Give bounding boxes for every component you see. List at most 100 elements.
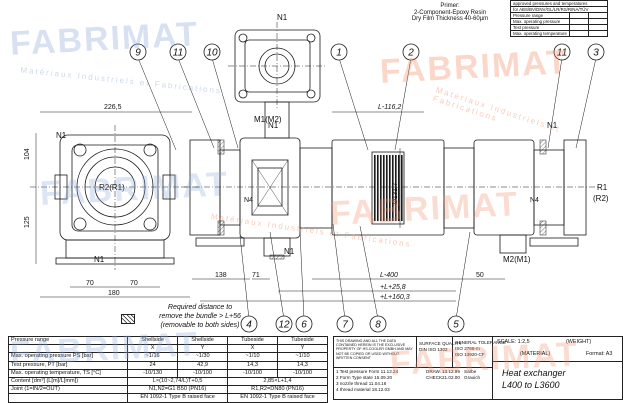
label-m2m1: M2(M1): [503, 255, 531, 264]
spec-cell: 14,3: [227, 360, 278, 370]
spec-row-label: Test pressure, PT [bar]: [7, 360, 129, 370]
table-row: Max. operating temperature, TS [°C] -10/…: [7, 368, 329, 379]
label-r2: (R2): [593, 194, 609, 203]
callout-label: 7: [342, 320, 348, 331]
spec-sub: [7, 344, 129, 354]
dim-l400: L-400: [380, 272, 398, 279]
table-row: Joint (1=IN/2=OUT) N1,N2=G1 B50 (PN16) R…: [7, 385, 328, 395]
dim-l1603: +L+160,3: [380, 294, 410, 301]
spec-cell: R1,R2=DN80 (PN16): [227, 385, 328, 395]
spec-cell: ~1/10: [276, 352, 329, 362]
check-date: 21.02.00: [442, 375, 460, 380]
leader-lines: [137, 57, 597, 320]
callout-label: 10: [206, 48, 218, 59]
gasket-sections: [217, 139, 547, 260]
callout-label: 3: [593, 48, 599, 59]
dim-180: 180: [108, 290, 120, 297]
spec-row-label: Joint (1=IN/2=OUT): [7, 385, 129, 395]
callout-label: 8: [375, 320, 381, 331]
primer-note: Primer: 2-Component-Epoxy Resin Dry Film…: [395, 3, 505, 23]
spec-row-label: Max. operating pressure PS [bar]: [7, 352, 129, 362]
callout-circle: [240, 315, 258, 333]
approval-table: approved pressures and temperatures for …: [510, 0, 608, 37]
dimension-lines: [35, 111, 505, 302]
dim-2265: 226,5: [104, 104, 122, 111]
removal-note: Required distance to remove the bundle >…: [140, 303, 260, 330]
label-n4-right: N4: [530, 197, 539, 204]
dim-50: 50: [476, 272, 484, 279]
callout-circle: [129, 43, 147, 61]
spec-table: Pressure range Shellside Shellside Tubes…: [7, 335, 329, 403]
label-n1-right: N1: [547, 121, 558, 130]
rev-row: 1 Test pressure Form 11.12.24: [336, 369, 399, 374]
table-row: Content [dm³] (L[m]/L[mm]) L×(10~2,74/L)…: [7, 377, 328, 387]
fin-lines: [374, 155, 403, 221]
callout-circle: [169, 43, 187, 61]
check-label: CHECK.: [426, 375, 444, 380]
drawing-labels: N1 N1 N1 N1 N1 N1 M1(M2) M2(M1) R2(R1) R…: [24, 13, 609, 301]
fin: [386, 155, 388, 221]
fin: [398, 155, 400, 221]
spec-cell: L×(10~2,74/L)T+0,5: [127, 377, 229, 387]
spec-row-label: Content [dm³] (L[m]/L[mm]): [7, 377, 129, 387]
table-row: Test pressure, PT [bar] 24 42,9 14,3 14,…: [7, 360, 329, 370]
label-r2r1: R2(R1): [99, 183, 125, 192]
callout-circle: [402, 43, 420, 61]
product-line2: L400 to L3600: [502, 380, 560, 390]
table-row: EN 1092-1 Type B raised face EN 1092-1 T…: [7, 393, 328, 403]
rev-row: 4 thread material 18.12.03: [336, 387, 390, 392]
side-view-body: [182, 101, 600, 257]
callout-label: 2: [407, 48, 414, 59]
fin: [401, 155, 403, 221]
primer-line1: 2-Component-Epoxy Resin: [413, 9, 487, 16]
callout-label: 11: [557, 48, 567, 59]
callout-circle: [295, 315, 313, 333]
spec-cell: -10/130: [127, 368, 179, 379]
general-tolerance: GENERAL TOLERANCE: [455, 340, 506, 345]
dim-l258: +L+25,8: [380, 284, 406, 291]
table-row: Max. operating pressure PS [bar] ~1/16 ~…: [7, 352, 329, 362]
callout-label: 4: [246, 320, 252, 331]
spec-cell: ~1/10: [227, 352, 278, 362]
callout-label: 1: [336, 48, 342, 59]
tolerance-std1: ISO 2768-m: [455, 346, 480, 351]
label-r1: R1: [597, 183, 608, 192]
removal-hatch-box: [121, 314, 135, 324]
label-n1-bottom: N1: [94, 255, 105, 264]
material: (MATERIAL): [520, 351, 551, 357]
drawn-label: DRAW.: [426, 369, 441, 374]
spec-cell: N1,N2=G1 B50 (PN16): [127, 385, 229, 395]
spec-row-label: Max. operating temperature, TS [°C]: [7, 368, 129, 379]
spec-cell: 42,9: [177, 360, 229, 370]
spec-sub: X: [227, 344, 278, 354]
fin: [392, 155, 394, 221]
weight: (WEIGHT): [566, 339, 592, 345]
scale: SCALE: 1:2,5: [497, 339, 530, 345]
callout-label: 12: [278, 320, 290, 331]
callout-circle: [369, 315, 387, 333]
callout-label: 6: [301, 320, 307, 331]
fin: [395, 155, 397, 221]
dim-138: 138: [215, 272, 227, 279]
callout-circle: [330, 43, 348, 61]
spec-cell: 2,85×L+1,4: [227, 377, 328, 387]
rev-row: 3 nozzle thread 11.04.16: [336, 381, 387, 386]
surface-std: DIN ISO 1302: [419, 347, 448, 352]
spec-row-label: [7, 393, 129, 403]
callout-circle: [447, 315, 465, 333]
spec-header-tube-y: Tubeside: [276, 335, 329, 346]
removal-line2: remove the bundle > L+56: [159, 313, 241, 320]
callout-label: 11: [173, 48, 183, 59]
spec-cell: -10/100: [177, 368, 229, 379]
removal-line3: (removable to both sides): [160, 322, 240, 329]
callout-circle: [275, 315, 293, 333]
callout-circle: [553, 43, 571, 61]
callout-label: 9: [135, 48, 141, 59]
callout-label: 5: [453, 320, 459, 331]
callout-circle: [587, 43, 605, 61]
label-n1-low: N1: [284, 247, 295, 256]
spec-sub: Y: [276, 344, 329, 354]
drawn-name: Sarbe: [464, 369, 477, 374]
spec-header-pressure: Pressure range: [7, 335, 129, 346]
